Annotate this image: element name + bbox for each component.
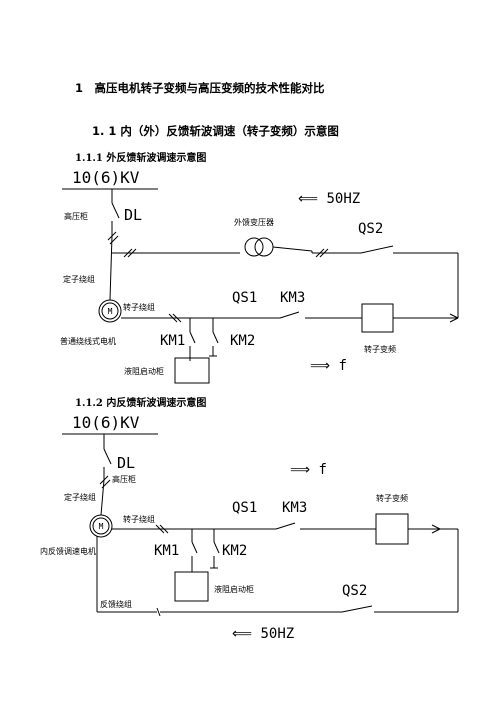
inner-motor-symbol: M bbox=[99, 522, 104, 531]
inner-qs2-label: QS2 bbox=[342, 583, 367, 599]
outer-qs2-label: QS2 bbox=[358, 221, 383, 237]
inner-feedback-heading: 1.1.2 内反馈斩波调速示意图 bbox=[75, 398, 207, 409]
outer-stator-label: 定子绕组 bbox=[63, 274, 95, 284]
inner-stator-label: 定子绕组 bbox=[64, 492, 96, 502]
inner-motor-name: 内反馈调速电机 bbox=[40, 546, 96, 556]
inner-rotor-winding-label: 转子绕组 bbox=[123, 514, 155, 524]
outer-start-cabinet-label: 液阻启动柜 bbox=[124, 366, 164, 376]
outer-flow-f: ⟹ f bbox=[310, 358, 347, 374]
outer-qs1-label: QS1 bbox=[232, 290, 257, 306]
outer-motor-icon bbox=[98, 299, 122, 323]
subsection-heading: 1. 1 内（外）反馈斩波调速（转子变频）示意图 bbox=[92, 124, 339, 138]
inner-start-cabinet-label: 液阻启动柜 bbox=[214, 584, 254, 594]
outer-km3-label: KM3 bbox=[280, 290, 305, 306]
outer-flow-50hz: ⟸ 50HZ bbox=[298, 191, 360, 207]
inner-voltage-label: 10(6)KV bbox=[72, 413, 140, 432]
inner-km2-label: KM2 bbox=[222, 543, 247, 559]
inner-motor-icon bbox=[89, 514, 113, 538]
inner-qs1-label: QS1 bbox=[232, 500, 257, 516]
outer-km2-label: KM2 bbox=[230, 333, 255, 349]
section-heading: 1 高压电机转子变频与高压变频的技术性能对比 bbox=[75, 81, 325, 95]
outer-rotor-winding-label: 转子绕组 bbox=[123, 302, 155, 312]
inner-start-cabinet-box bbox=[174, 571, 209, 602]
outer-rotor-inverter-label: 转子变频 bbox=[364, 344, 396, 354]
outer-hv-cabinet-label: 高压柜 bbox=[64, 211, 88, 221]
outer-rotor-inverter-box bbox=[361, 303, 394, 333]
outer-feedback-heading: 1.1.1 外反馈斩波调速示意图 bbox=[75, 153, 207, 164]
inner-rotor-inverter-box bbox=[375, 513, 409, 545]
outer-dl-label: DL bbox=[124, 206, 142, 224]
inner-rotor-inverter-label: 转子变频 bbox=[376, 493, 408, 503]
outer-motor-name: 普通绕线式电机 bbox=[60, 336, 116, 346]
inner-feedback-diagram: 10(6)KV DL 高压柜 ⟹ f 定子绕组 M 内反馈调速电机 转子绕组 转… bbox=[40, 413, 459, 642]
outer-feedback-diagram: 10(6)KV 高压柜 DL ⟸ 50HZ 外馈变压器 QS2 定子绕组 M 普… bbox=[60, 168, 459, 384]
outer-motor-symbol: M bbox=[108, 307, 113, 316]
inner-km3-label: KM3 bbox=[282, 500, 307, 516]
outer-transformer-label: 外馈变压器 bbox=[234, 217, 274, 227]
outer-km1-label: KM1 bbox=[160, 333, 185, 349]
outer-voltage-label: 10(6)KV bbox=[72, 168, 140, 187]
outer-start-cabinet-box bbox=[174, 357, 210, 384]
inner-feedback-winding-label: 反馈绕组 bbox=[100, 599, 132, 609]
inner-flow-f: ⟹ f bbox=[290, 462, 327, 478]
inner-dl-label: DL bbox=[117, 454, 135, 472]
inner-hv-cabinet-label: 高压柜 bbox=[112, 474, 136, 484]
inner-km1-label: KM1 bbox=[154, 543, 179, 559]
inner-flow-50hz: ⟸ 50HZ bbox=[232, 626, 294, 642]
